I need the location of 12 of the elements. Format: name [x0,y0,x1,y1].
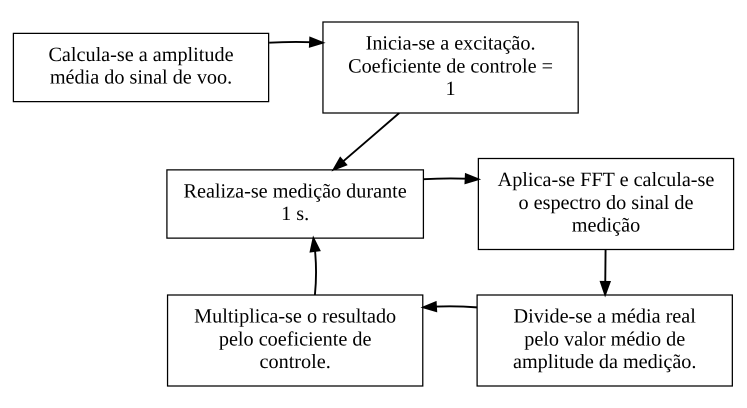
node-box: Multiplica-se o resultado pelo coeficiente de controle. [166,294,424,387]
node-box: Calcula-se a amplitude média do sinal de voo. [12,32,270,102]
arrow [420,300,477,312]
node-box: Realiza-se medição durante 1 s. [166,169,424,239]
node-box: Aplica-se FFT e calcula-se o espectro do sinal de medição [478,158,734,250]
node-box: Divide-se a média real pelo valor médio de amplitude da medição. [476,294,733,387]
arrow [309,236,321,295]
arrow [600,249,612,298]
arrow [331,112,400,172]
node-box: Inicia-se a excitação. Coeficiente de controle = 1 [322,21,579,114]
arrow [269,36,326,48]
arrow [424,172,482,184]
